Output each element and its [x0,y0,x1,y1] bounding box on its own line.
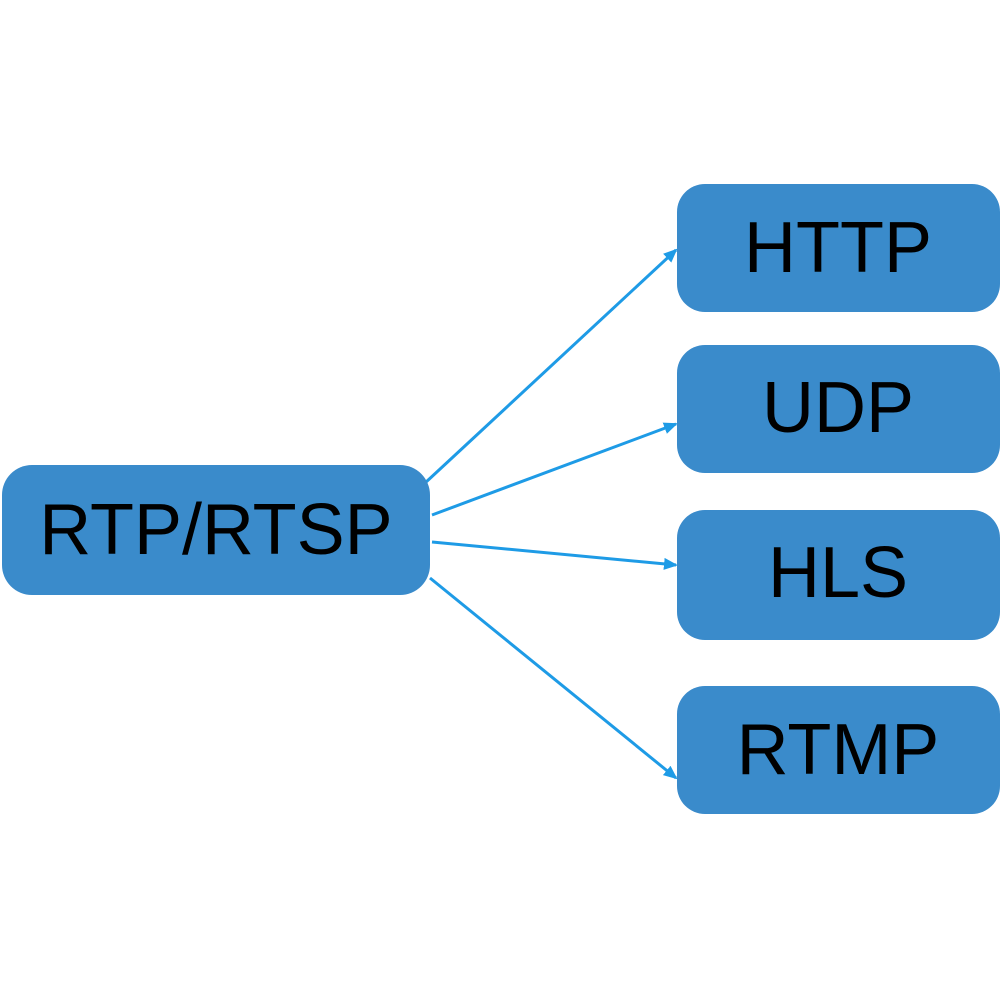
arrows [423,248,678,780]
target-node-hls: HLS [677,510,1000,640]
source-node: RTP/RTSP [2,465,430,595]
arrow-to-hls [431,540,678,570]
target-node-label: HTTP [744,208,932,288]
target-node-udp: UDP [677,345,1000,473]
target-node-http: HTTP [677,184,1000,312]
target-node-box [677,184,1000,312]
source-node-label: RTP/RTSP [39,490,392,570]
target-node-box [677,345,1000,473]
arrow-to-rtmp [429,576,678,780]
arrow-to-http [423,248,678,485]
arrow-to-udp [431,422,678,517]
target-node-box [677,510,1000,640]
target-node-label: RTMP [737,710,940,790]
target-node-rtmp: RTMP [677,686,1000,814]
target-node-label: HLS [768,533,908,613]
source-node-box [2,465,430,595]
target-node-label: UDP [762,368,914,448]
target-node-box [677,686,1000,814]
